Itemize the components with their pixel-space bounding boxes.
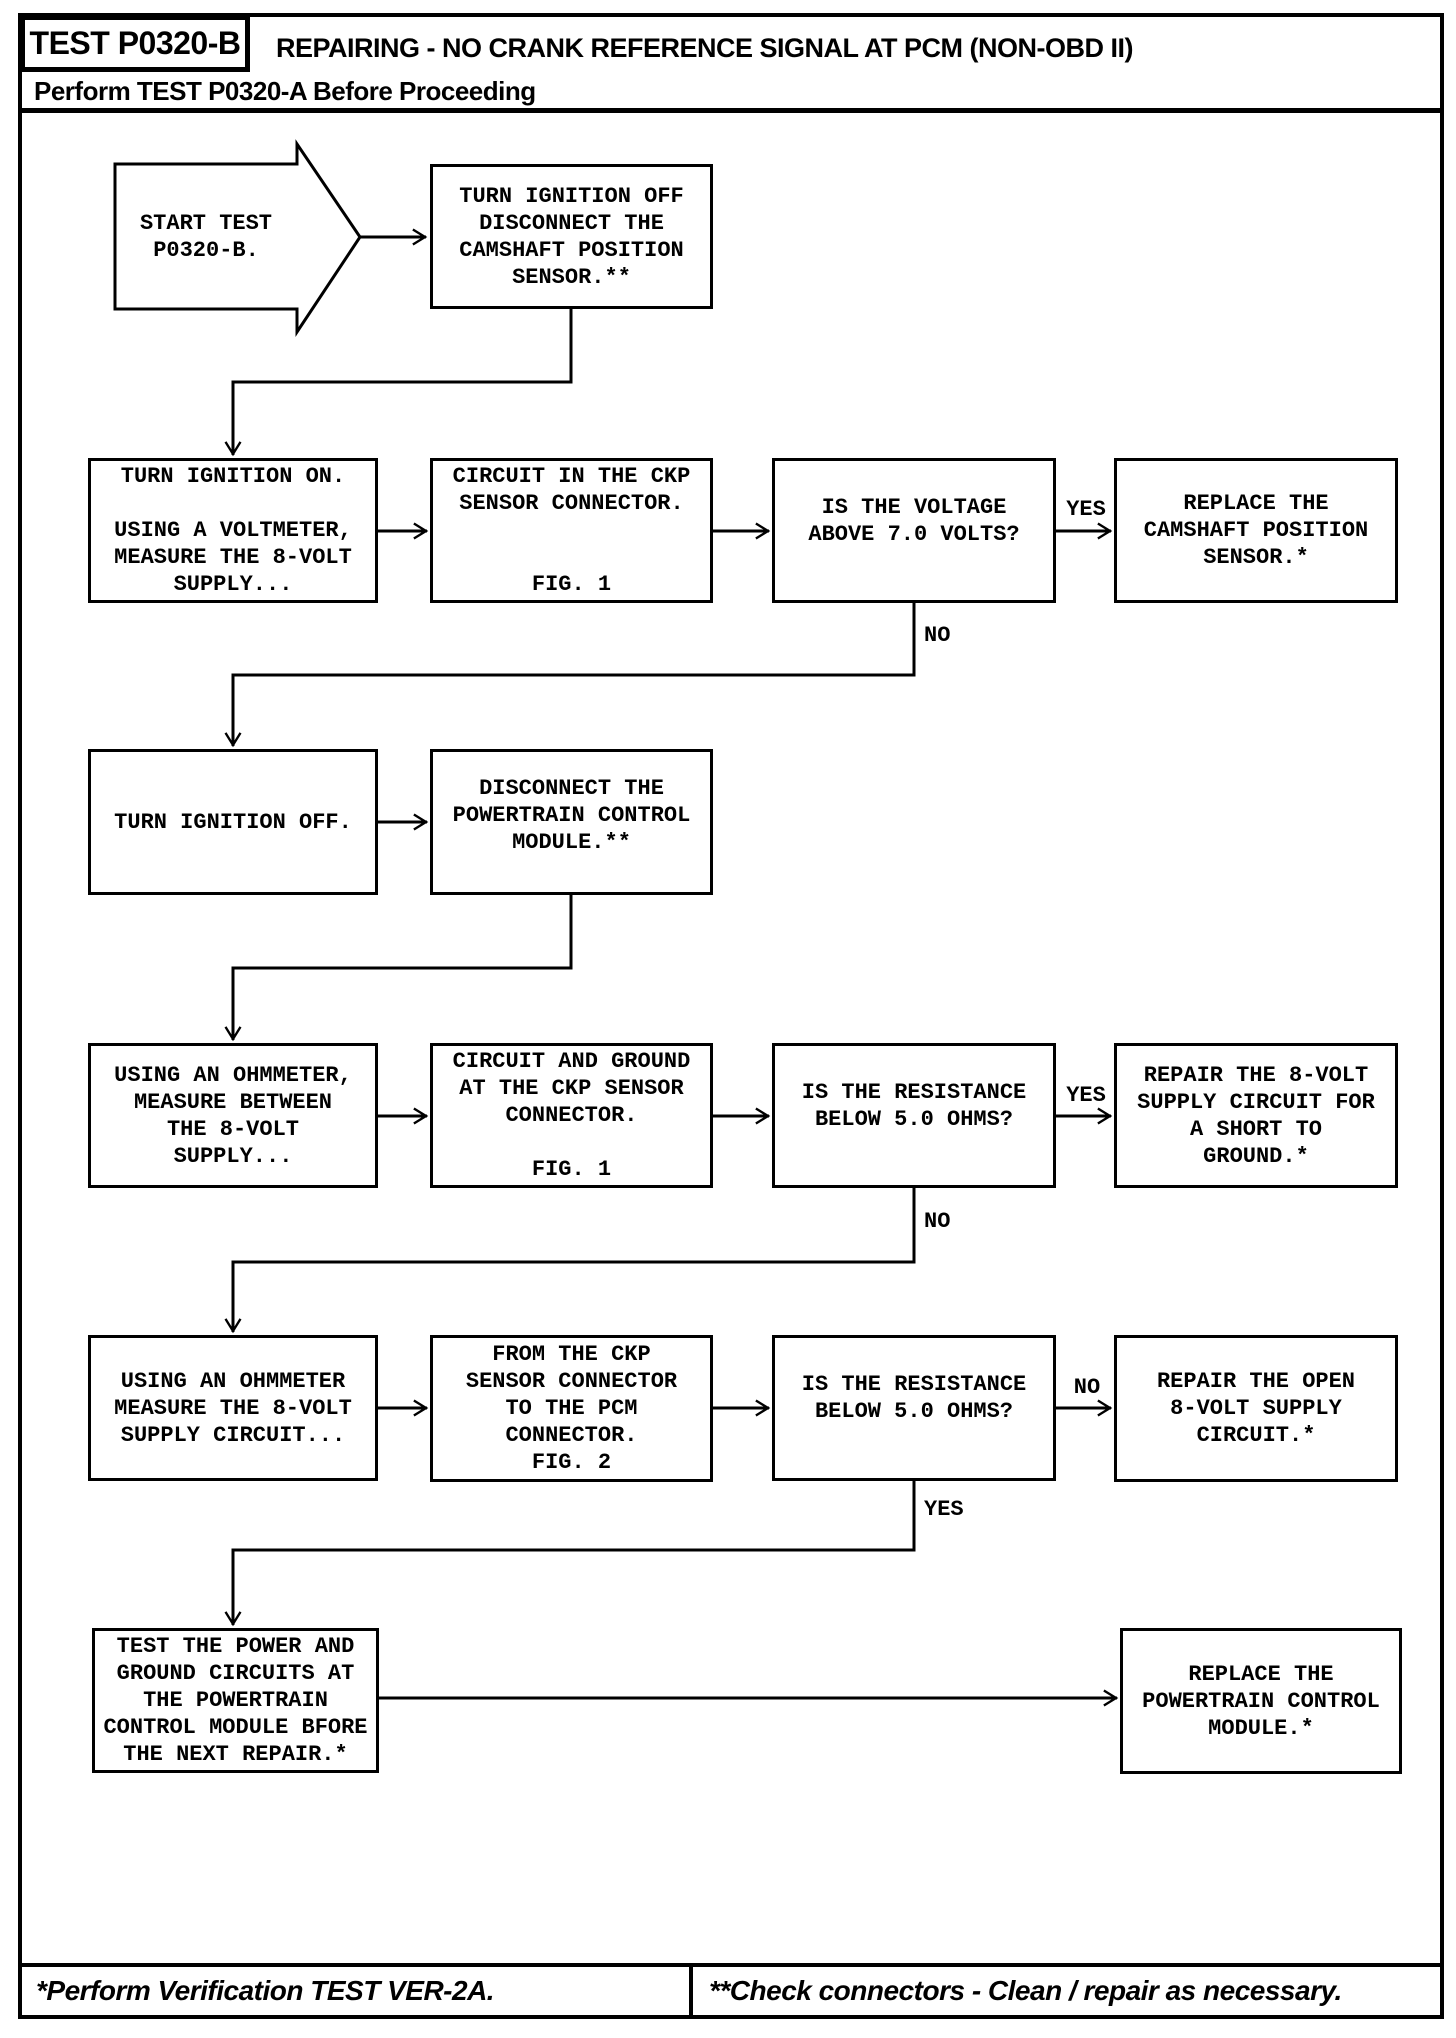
footer-note-connectors: **Check connectors - Clean / repair as n… (709, 1975, 1342, 2006)
node-circuit-ground-fig1: CIRCUIT AND GROUND AT THE CKP SENSOR CON… (430, 1043, 713, 1188)
connector-voltage-no-down (224, 603, 916, 748)
node-ckp-to-pcm-fig2: FROM THE CKP SENSOR CONNECTOR TO THE PCM… (430, 1335, 713, 1482)
connector-disconnect-pcm-down (224, 895, 573, 1042)
connector-resist-b-yes-down (224, 1481, 916, 1627)
node-measure-supply: USING AN OHMMETER MEASURE THE 8-VOLT SUP… (88, 1335, 378, 1481)
test-id-box: TEST P0320-B (20, 15, 250, 72)
start-banner-shape (113, 139, 362, 337)
connector-disconnect-cps-down (224, 309, 573, 457)
label-voltage-yes: YES (1066, 497, 1106, 522)
subtitle-band: Perform TEST P0320-A Before Proceeding (18, 72, 1444, 113)
label-resistance-b-yes: YES (924, 1497, 964, 1522)
node-start: START TEST P0320-B. (139, 210, 273, 263)
decision-resistance-below-5-b: IS THE RESISTANCE BELOW 5.0 OHMS? (772, 1335, 1056, 1481)
node-measure-between: USING AN OHMMETER, MEASURE BETWEEN THE 8… (88, 1043, 378, 1188)
page-title: REPAIRING - NO CRANK REFERENCE SIGNAL AT… (276, 33, 1134, 63)
label-resistance-b-no: NO (1073, 1375, 1101, 1400)
connector-resist-a-no-down (224, 1188, 916, 1334)
node-disconnect-pcm: DISCONNECT THE POWERTRAIN CONTROL MODULE… (430, 749, 713, 895)
test-id-label: TEST P0320-B (29, 25, 241, 61)
node-test-power-ground: TEST THE POWER AND GROUND CIRCUITS AT TH… (92, 1628, 379, 1773)
page-border (18, 13, 1444, 2019)
node-measure-voltage: TURN IGNITION ON. USING A VOLTMETER, MEA… (88, 458, 378, 603)
decision-resistance-below-5-a: IS THE RESISTANCE BELOW 5.0 OHMS? (772, 1043, 1056, 1188)
node-repair-open: REPAIR THE OPEN 8-VOLT SUPPLY CIRCUIT.* (1114, 1335, 1398, 1482)
node-ckp-circuit-fig1: CIRCUIT IN THE CKP SENSOR CONNECTOR. FIG… (430, 458, 713, 603)
label-resistance-a-yes: YES (1066, 1083, 1106, 1108)
node-repair-short: REPAIR THE 8-VOLT SUPPLY CIRCUIT FOR A S… (1114, 1043, 1398, 1188)
node-ignition-off: TURN IGNITION OFF. (88, 749, 378, 895)
label-voltage-no: NO (924, 623, 951, 648)
footer-band: *Perform Verification TEST VER-2A. **Che… (22, 1963, 1440, 2015)
label-resistance-a-no: NO (924, 1209, 951, 1234)
node-replace-cps: REPLACE THE CAMSHAFT POSITION SENSOR.* (1114, 458, 1398, 603)
node-disconnect-cps: TURN IGNITION OFF DISCONNECT THE CAMSHAF… (430, 164, 713, 309)
node-replace-pcm: REPLACE THE POWERTRAIN CONTROL MODULE.* (1120, 1628, 1402, 1774)
subtitle-text: Perform TEST P0320-A Before Proceeding (34, 76, 536, 106)
footer-note-verification: *Perform Verification TEST VER-2A. (22, 1967, 693, 2015)
decision-voltage-above-7: IS THE VOLTAGE ABOVE 7.0 VOLTS? (772, 458, 1056, 603)
